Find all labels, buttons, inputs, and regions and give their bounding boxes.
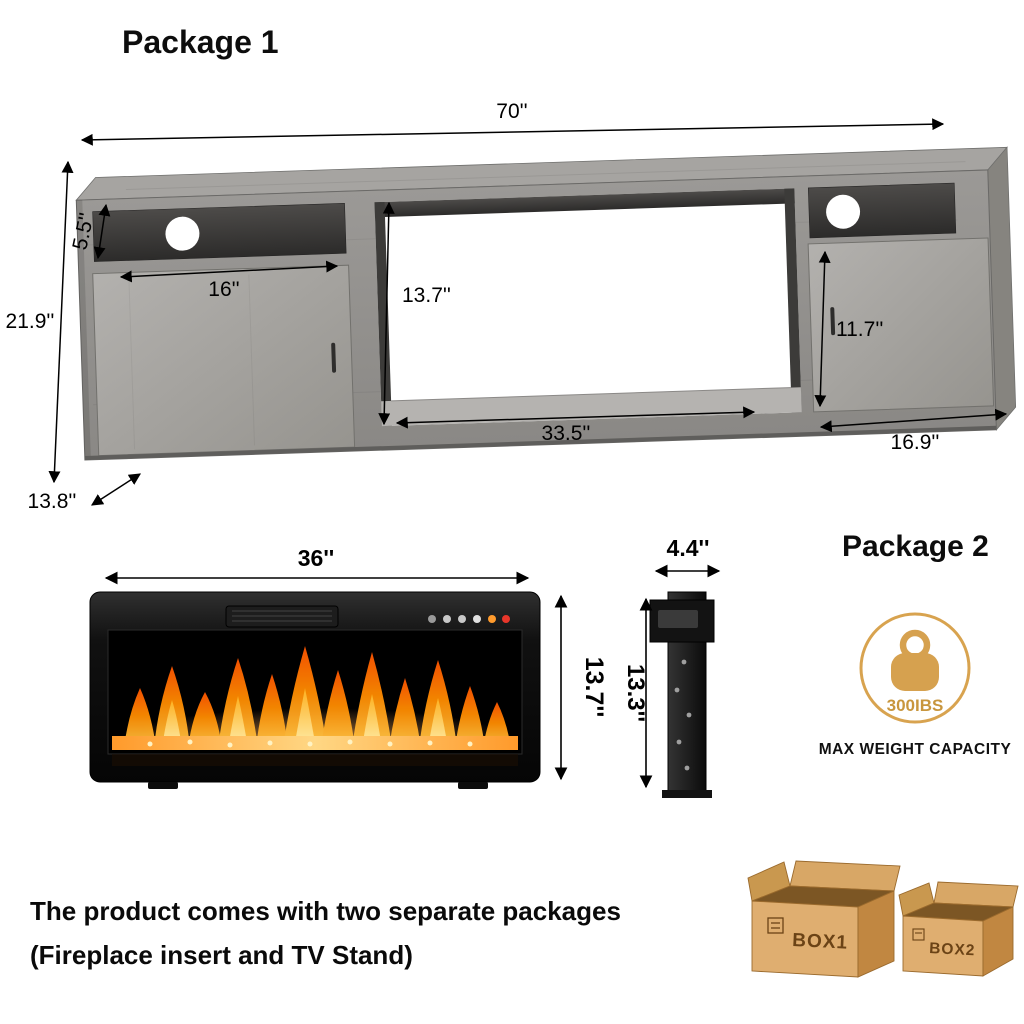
side-view-screws <box>674 659 692 771</box>
dim-label-side-depth: 4.4'' <box>667 535 710 561</box>
box1-illustration: BOX1 <box>747 860 901 978</box>
dim-arrow-left-door-width <box>119 260 339 283</box>
dim-arrow-width <box>80 118 945 146</box>
fireplace-vent <box>225 605 339 628</box>
dim-label-fireplace-height: 13.7'' <box>580 657 608 718</box>
right-cable-hole <box>826 194 861 229</box>
fireplace-foot-left <box>148 782 178 789</box>
dim-label-total-height: 21.9'' <box>6 310 55 333</box>
dim-arrow-shelf-height <box>93 203 111 260</box>
box2-illustration: BOX2 <box>898 881 1019 977</box>
dim-label-depth: 13.8'' <box>28 490 77 513</box>
dim-arrow-middle-width <box>395 406 756 429</box>
dim-arrow-middle-height <box>378 201 395 426</box>
kettlebell-icon <box>891 629 939 691</box>
package2-dimension-labels: 36'' 13.7'' 4.4'' 13.3'' <box>298 535 710 722</box>
weight-capacity-label: MAX WEIGHT CAPACITY <box>819 741 1012 758</box>
package1-title: Package 1 <box>122 24 279 60</box>
dim-label-side-height: 13.3'' <box>622 664 649 722</box>
dim-arrow-right-door-width <box>819 408 1008 433</box>
footer-text-line1: The product comes with two separate pack… <box>30 896 621 926</box>
dim-label-left-door-width: 16'' <box>208 278 239 301</box>
box1-stamp-icon <box>767 917 784 934</box>
fireplace-side-view <box>649 591 715 798</box>
weight-capacity-value: 300IBS <box>887 696 944 715</box>
dim-label-width: 70'' <box>496 100 527 123</box>
dim-arrow-total-height <box>48 160 74 484</box>
dim-label-right-door-height: 11.7'' <box>836 318 883 341</box>
dim-arrow-depth <box>90 473 142 506</box>
weight-capacity-badge: 300IBS MAX WEIGHT CAPACITY <box>819 612 1012 758</box>
footer-text-line2: (Fireplace insert and TV Stand) <box>30 940 413 970</box>
dim-arrow-right-door-height <box>814 250 831 408</box>
tv-stand-illustration <box>75 146 1017 461</box>
package2-title: Package 2 <box>842 530 989 563</box>
left-cable-hole <box>165 216 200 251</box>
dim-label-right-door-width: 16.9'' <box>891 431 940 454</box>
left-door-handle <box>331 342 337 373</box>
dim-label-middle-height: 13.7'' <box>402 284 451 307</box>
box1-label: BOX1 <box>792 930 849 954</box>
box2-stamp-icon <box>912 928 925 941</box>
package2-dimensions <box>104 564 721 789</box>
dim-label-middle-width: 33.5'' <box>542 422 591 445</box>
left-open-shelf <box>92 202 347 262</box>
box2-label: BOX2 <box>929 940 976 959</box>
ember-dots <box>147 739 473 748</box>
fireplace-foot-right <box>458 782 488 789</box>
package1-dimensions <box>48 118 1008 506</box>
flames <box>112 646 518 750</box>
fireplace-front-view <box>89 591 541 789</box>
right-door-handle <box>830 307 836 336</box>
middle-opening <box>374 188 802 427</box>
dim-label-fireplace-width: 36'' <box>298 545 335 571</box>
fireplace-control-icons <box>428 615 510 623</box>
package1-dimension-labels: 70'' 21.9'' 5.5'' 16'' 13.7'' 33.5'' 11.… <box>6 100 940 513</box>
